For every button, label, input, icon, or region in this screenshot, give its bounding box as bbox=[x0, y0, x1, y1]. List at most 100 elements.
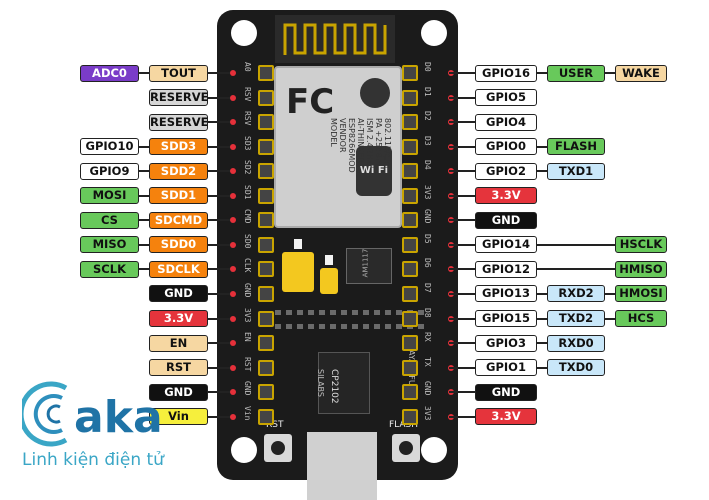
pin-label-right: GPIO3 bbox=[475, 334, 537, 352]
pin-label-left: 3.3V bbox=[149, 310, 208, 327]
rst-button-label: RST bbox=[266, 420, 284, 430]
smd-component bbox=[385, 310, 391, 315]
smd-component bbox=[319, 324, 325, 329]
logo-brand: aka bbox=[74, 392, 163, 443]
silkscreen-label-right: 3V3 bbox=[423, 405, 432, 421]
smd-component bbox=[363, 310, 369, 315]
connector-line bbox=[449, 194, 475, 197]
silkscreen-label-right: D1 bbox=[423, 86, 432, 97]
logo-tagline: Linh kiện điện tử bbox=[22, 450, 164, 470]
manufacturer-logo-icon bbox=[360, 78, 390, 108]
connector-line bbox=[139, 194, 149, 197]
pin-marker bbox=[230, 168, 236, 175]
silkscreen-label-right: D4 bbox=[423, 160, 432, 170]
pin-marker bbox=[230, 290, 236, 297]
pin-label-left: SDD1 bbox=[149, 187, 208, 205]
smd-component bbox=[275, 310, 281, 315]
connector-line bbox=[605, 292, 615, 295]
pin-label-left: RST bbox=[149, 359, 208, 377]
connector-line bbox=[449, 72, 475, 74]
connector-line bbox=[208, 366, 230, 369]
pin-label-right: GPIO14 bbox=[475, 236, 537, 254]
pin-marker bbox=[230, 241, 236, 248]
pin-label-left: RESERVED bbox=[149, 113, 208, 131]
header-pin-left bbox=[258, 335, 274, 352]
smd-component bbox=[294, 239, 302, 249]
header-pin-left bbox=[258, 187, 274, 204]
pin-label-right: GPIO15 bbox=[475, 310, 537, 327]
pin-label-left: ADC0 bbox=[80, 64, 139, 82]
header-pin-left bbox=[258, 138, 274, 155]
silkscreen-label-left: Vin bbox=[243, 405, 252, 421]
pin-label-right: 3.3V bbox=[475, 187, 537, 205]
smd-component bbox=[363, 324, 369, 329]
rst-button[interactable] bbox=[264, 434, 292, 462]
flash-button-label: FLASH bbox=[389, 420, 419, 430]
pin-label-right: HMISO bbox=[615, 260, 667, 278]
module-text-line: 802.11b/g/n bbox=[383, 118, 392, 167]
pin-label-left: GPIO9 bbox=[80, 162, 139, 180]
silkscreen-label-left: GND bbox=[243, 381, 252, 396]
pin-label-left: GND bbox=[149, 285, 208, 303]
connector-line bbox=[449, 145, 475, 148]
pin-label-right: GPIO2 bbox=[475, 162, 537, 180]
smd-component bbox=[308, 324, 314, 329]
connector-line bbox=[537, 366, 547, 369]
voltage-regulator: AM1117 bbox=[346, 248, 392, 284]
pin-label-left: SDCLK bbox=[149, 260, 208, 278]
flash-button[interactable] bbox=[392, 434, 420, 462]
smd-component bbox=[374, 324, 380, 329]
pin-label-left: MISO bbox=[80, 236, 139, 254]
connector-line bbox=[208, 219, 230, 222]
chip-line: SILABS bbox=[316, 369, 325, 397]
smd-component bbox=[352, 310, 358, 315]
connector-line bbox=[208, 415, 230, 418]
pin-label-left: MOSI bbox=[80, 187, 139, 205]
silkscreen-label-left: EN bbox=[243, 332, 252, 342]
pin-marker bbox=[230, 70, 236, 76]
pin-label-right: HSCLK bbox=[615, 236, 667, 254]
connector-line bbox=[537, 317, 547, 320]
connector-line bbox=[208, 268, 230, 271]
connector-line bbox=[208, 342, 230, 345]
silkscreen-label-right: 3V3 bbox=[423, 184, 432, 200]
header-pin-left bbox=[258, 114, 274, 131]
mount-hole bbox=[231, 437, 257, 463]
mount-hole bbox=[421, 20, 447, 46]
smd-component bbox=[286, 324, 292, 329]
header-pin-right bbox=[402, 187, 418, 204]
connector-line bbox=[537, 292, 547, 295]
connector-line bbox=[449, 317, 475, 320]
silkscreen-label-left: RSV bbox=[243, 86, 252, 101]
header-pin-left bbox=[258, 212, 274, 229]
header-pin-right bbox=[402, 384, 418, 401]
pin-marker bbox=[230, 94, 236, 101]
pin-label-right: RXD2 bbox=[547, 285, 605, 303]
header-pin-right bbox=[402, 236, 418, 253]
header-pin-right bbox=[402, 114, 418, 131]
pin-marker bbox=[230, 315, 236, 322]
silkscreen-label-right: D6 bbox=[423, 258, 432, 269]
silkscreen-label-left: SD0 bbox=[243, 233, 252, 249]
smd-component bbox=[341, 310, 347, 315]
connector-line bbox=[449, 342, 475, 345]
regulator-label: AM1117 bbox=[361, 248, 370, 278]
pin-label-left: EN bbox=[149, 334, 208, 352]
connector-line bbox=[449, 292, 475, 295]
mount-hole bbox=[231, 20, 257, 46]
silkscreen-label-left: SD1 bbox=[243, 184, 252, 200]
header-pin-right bbox=[402, 65, 418, 81]
smd-component bbox=[341, 324, 347, 329]
header-pin-left bbox=[258, 285, 274, 302]
header-pin-left bbox=[258, 384, 274, 401]
connector-line bbox=[208, 194, 230, 197]
chip-line: CP2102 bbox=[329, 369, 339, 404]
header-pin-right bbox=[402, 285, 418, 302]
pin-marker bbox=[230, 217, 236, 224]
header-pin-left bbox=[258, 310, 274, 327]
silkscreen-label-left: SD3 bbox=[243, 135, 252, 151]
module-text-line: ISM 2.4GHz bbox=[365, 118, 374, 165]
header-pin-left bbox=[258, 261, 274, 278]
connector-line bbox=[449, 268, 475, 271]
